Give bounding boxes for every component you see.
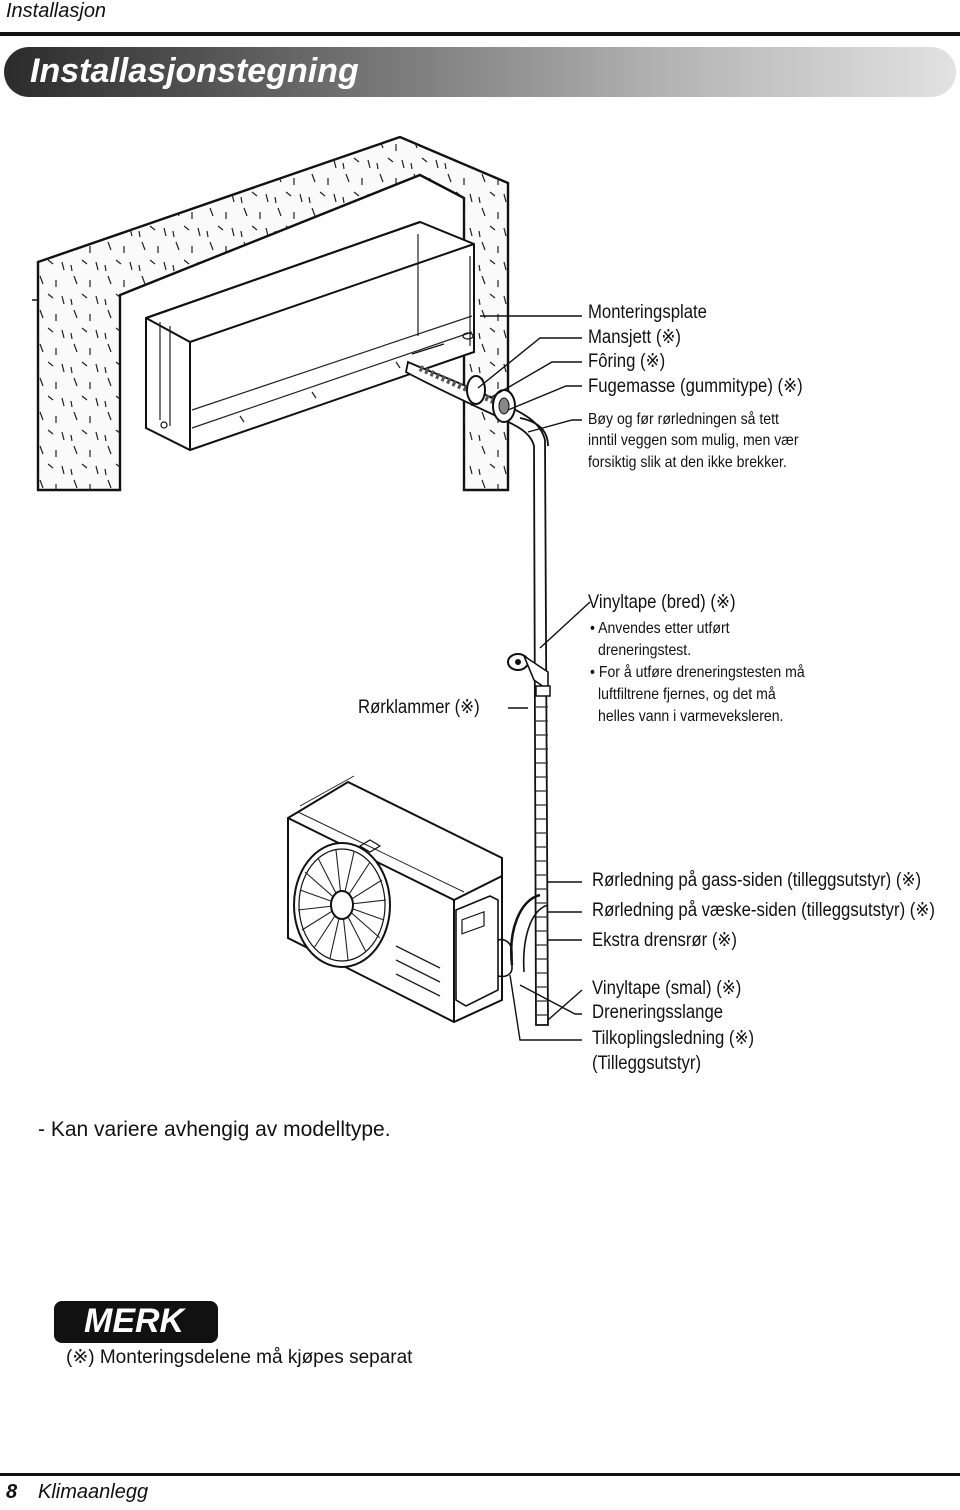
section-label: Installasjon: [6, 0, 107, 22]
label-mansjett: Mansjett (※): [588, 327, 681, 348]
label-vinyltape-smal: Vinyltape (smal) (※): [592, 978, 742, 999]
label-drensror: Ekstra drensrør (※): [592, 930, 737, 951]
merk-badge: [54, 1301, 218, 1343]
footer-rule: [0, 1473, 960, 1476]
label-bullet2-line1: • For å utføre dreneringstesten må: [590, 664, 805, 681]
label-monteringsplate: Monteringsplate: [588, 302, 707, 323]
label-gass: Rørledning på gass-siden (tilleggsutstyr…: [592, 870, 922, 891]
label-vaeske: Rørledning på væske-siden (tilleggsutsty…: [592, 900, 935, 921]
label-boy-line3: forsiktig slik at den ikke brekker.: [588, 454, 787, 471]
label-bullet1-line1: • Anvendes etter utført: [590, 620, 730, 637]
label-foring: Fôring (※): [588, 351, 666, 372]
wall-icon: [32, 135, 510, 492]
page-number: 8: [6, 1481, 18, 1503]
label-bullet2-line3: helles vann i varmeveksleren.: [598, 708, 784, 725]
label-vinyltape-bred: Vinyltape (bred) (※): [588, 592, 736, 613]
indoor-unit-icon: [145, 220, 475, 452]
label-bullet2-line2: luftfiltrene fjernes, og det må: [598, 686, 776, 703]
model-note: - Kan variere avhengig av modelltype.: [38, 1118, 391, 1141]
page-title: Installasjonstegning: [30, 52, 359, 90]
footer-title: Klimaanlegg: [38, 1481, 149, 1503]
label-dreneringsslange: Dreneringsslange: [592, 1002, 724, 1023]
pipe-clamp-icon: [507, 653, 551, 697]
leader-lines: [477, 315, 591, 1041]
label-tilleggsutstyr: (Tilleggsutstyr): [592, 1053, 702, 1074]
header-rule: [0, 32, 960, 36]
label-bullet1-line2: dreneringstest.: [598, 642, 692, 659]
drain-hose-icon: [510, 893, 549, 973]
fan-icon: [293, 842, 391, 968]
label-boy-line2: inntil veggen som mulig, men vær: [588, 432, 799, 449]
merk-text: (※) Monteringsdelene må kjøpes separat: [66, 1347, 413, 1368]
installation-diagram: [32, 135, 591, 1041]
merk-label: MERK: [84, 1302, 185, 1340]
label-rorklammer: Rørklammer (※): [358, 697, 480, 718]
label-fugemasse: Fugemasse (gummitype) (※): [588, 376, 803, 397]
label-tilkopling: Tilkoplingsledning (※): [592, 1028, 755, 1049]
title-banner: [4, 47, 956, 97]
label-boy-line1: Bøy og før rørledningen så tett: [588, 411, 779, 428]
